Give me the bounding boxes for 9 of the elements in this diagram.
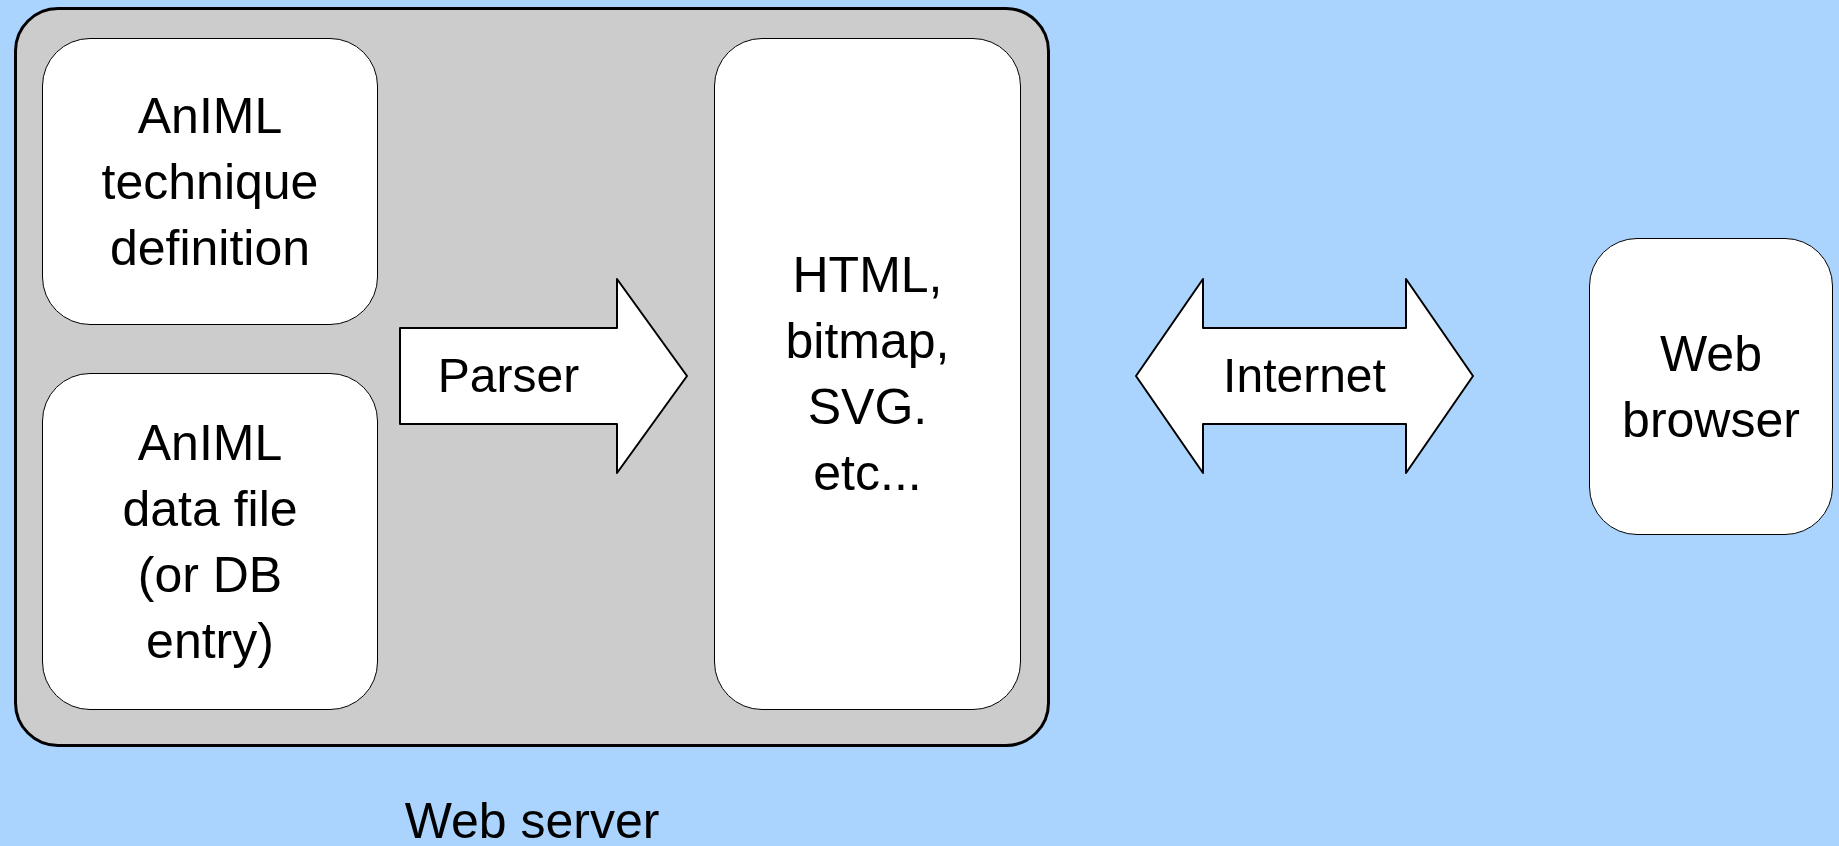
rounded-box [42, 373, 378, 710]
box-label: HTML, bitmap, SVG. etc... [784, 246, 951, 503]
box-label: AnIML data file (or DB entry) [121, 413, 299, 671]
rounded-box [714, 38, 1021, 710]
panel-heading: Web server [403, 792, 661, 846]
box-label: Web browser [1621, 324, 1801, 450]
rounded-box [42, 38, 378, 325]
rounded-box [1589, 238, 1833, 535]
box-label: AnIML technique definition [100, 86, 320, 278]
